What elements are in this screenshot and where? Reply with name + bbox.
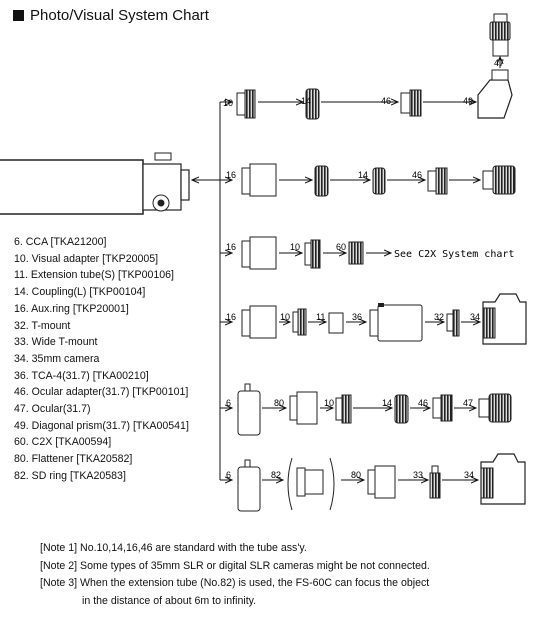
legend-item: 60. C2X [TKA00594] [14,436,112,449]
legend-item: 10. Visual adapter [TKP20005] [14,252,159,265]
note-3-continued: in the distance of about 6m to infinity. [82,594,257,607]
label-r5-46: 46 [418,398,428,408]
row-5 [220,383,512,436]
row-3 [220,236,391,270]
label-r1-14: 14 [301,96,311,106]
legend-item: 46. Ocular adapter(31.7) [TKP00101] [14,386,189,399]
title-text: Photo/Visual System Chart [30,7,209,24]
legend-item: 11. Extension tube(S) [TKP00106] [14,269,174,282]
label-r4-16: 16 [226,312,236,322]
telescope-tube [0,152,190,215]
page-title: Photo/Visual System Chart [13,7,209,24]
label-r6-82: 82 [271,470,281,480]
legend-item: 14. Coupling(L) [TKP00104] [14,286,146,299]
note-2: [Note 2] Some types of 35mm SLR or digit… [40,559,430,572]
label-r6-80: 80 [351,470,361,480]
row-1 [220,13,513,120]
note-1: [Note 1] No.10,14,16,46 are standard wit… [40,542,307,554]
label-r1-49: 49 [463,96,473,106]
label-r3-10: 10 [290,242,300,252]
legend-item: 82. SD ring [TKA20583] [14,469,126,482]
legend-item: 16. Aux.ring [TKP20001] [14,302,129,315]
title-square-icon [13,10,24,21]
label-r4-34: 34 [470,312,480,322]
legend-item: 80. Flattener [TKA20582] [14,453,133,466]
label-r3-60: 60 [336,242,346,252]
row-2 [220,163,516,197]
label-r4-10: 10 [280,312,290,322]
legend-item: 47. Ocular(31.7) [14,403,91,416]
legend-item: 49. Diagonal prism(31.7) [TKA00541] [14,419,189,432]
legend-item: 36. TCA-4(31.7) [TKA00210] [14,369,149,382]
notes: [Note 1] No.10,14,16,46 are standard wit… [40,540,430,610]
label-r4-32: 32 [434,312,444,322]
legend-item: 6. CCA [TKA21200] [14,236,107,248]
label-r1-46: 46 [381,96,391,106]
label-r5-10: 10 [324,398,334,408]
label-r4-36: 36 [352,312,362,322]
label-r4-11: 11 [316,312,325,322]
label-r5-47: 47 [463,398,473,408]
label-r1-10: 10 [223,98,233,108]
label-r5-14: 14 [382,398,392,408]
legend-item: 33. Wide T-mount [14,336,98,349]
row-4 [220,293,527,345]
legend-item: 32. T-mount [14,319,71,332]
label-r2-14: 14 [358,170,368,180]
see-c2x-text: See C2X System chart [394,249,514,260]
label-r2-46: 46 [412,170,422,180]
label-r6-6: 6 [226,470,231,480]
label-r3-16: 16 [226,242,236,252]
label-r6-33: 33 [413,470,423,480]
row-6 [220,453,526,512]
note-3: [Note 3] When the extension tube (No.82)… [40,577,430,589]
label-r6-34: 34 [464,470,474,480]
label-r5-80: 80 [274,398,284,408]
label-r2-16: 16 [226,170,236,180]
label-r5-6: 6 [226,398,231,408]
parts-legend: 6. CCA [TKA21200] 10. Visual adapter [TK… [14,234,189,485]
label-r1-47: 47 [494,58,504,68]
legend-item: 34. 35mm camera [14,352,100,365]
